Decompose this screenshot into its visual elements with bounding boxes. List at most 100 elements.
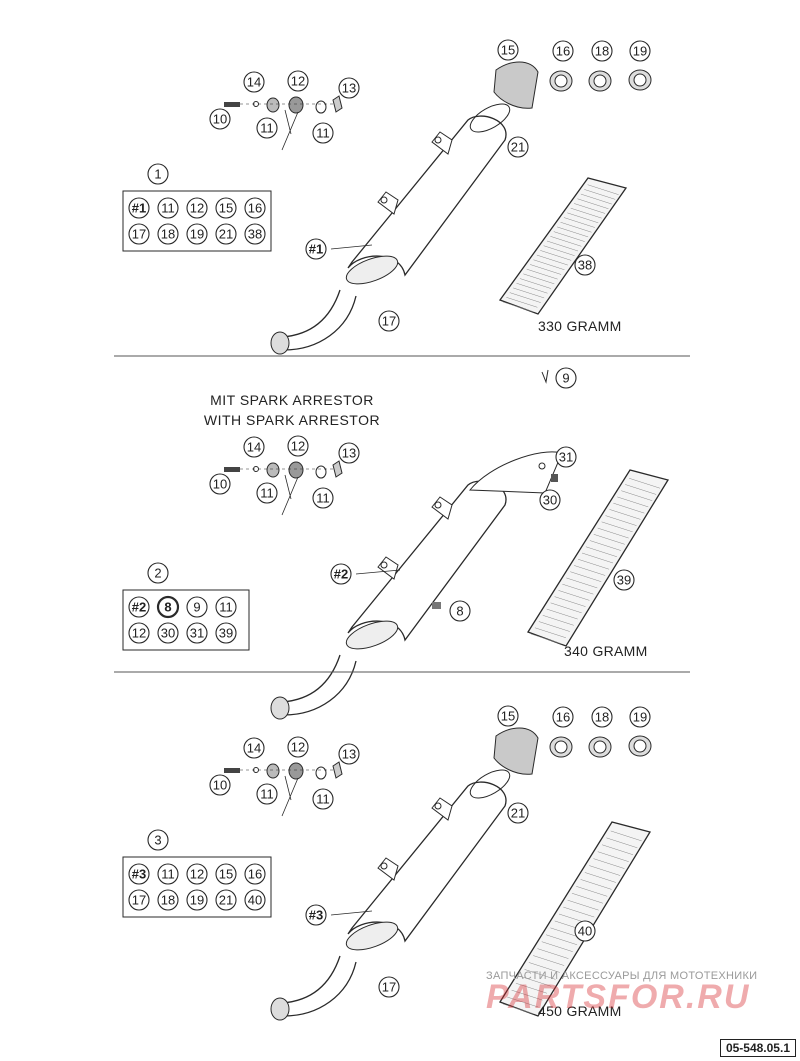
packing-hatch-line (509, 292, 541, 303)
screw-icon (541, 369, 549, 384)
packing-hatch-line (617, 496, 649, 508)
kit-item-callout-circle (215, 197, 237, 219)
kit-number-callout-circle (147, 163, 169, 185)
link-pipe (281, 654, 341, 703)
clip-nut-icon (332, 761, 343, 779)
kit-item-callout: 19 (190, 893, 204, 908)
part-callout: 11 (316, 126, 330, 141)
kit-item-callout-circle (244, 197, 266, 219)
part-callout: 40 (578, 924, 592, 939)
washer-icon (315, 465, 327, 479)
seal-ring-hole (554, 74, 568, 88)
kit-item-callout-circle (215, 889, 237, 911)
kit-number-callout: 2 (154, 566, 161, 581)
kit-item-callout: 15 (219, 201, 233, 216)
packing-hatch-line (530, 633, 563, 645)
part-callout: 19 (633, 44, 647, 59)
packing-hatch-line (566, 577, 598, 589)
packing-hatch-line (606, 837, 638, 849)
weight-label-section-3: 450 GRAMM (538, 1003, 622, 1019)
silencer-end-cap (345, 620, 399, 650)
title-line-english: WITH SPARK ARRESTOR (203, 412, 381, 428)
part-callout-circle (507, 802, 529, 824)
kit-item-callout-circle (128, 863, 150, 885)
packing-hatch-line (550, 236, 582, 247)
kit-item-callout: 17 (132, 893, 146, 908)
part-callout: 31 (559, 450, 573, 465)
part-callout-circle (312, 788, 334, 810)
link-pipe (283, 961, 357, 1017)
packing-hatch-line (546, 608, 578, 620)
packing-hatch-line (593, 858, 625, 869)
kit-item-callout-circle (128, 197, 150, 219)
part-callout: 14 (247, 741, 261, 756)
packing-hatch-line (562, 583, 594, 595)
rubber-bush-icon (288, 461, 304, 479)
bolt-icon (224, 467, 240, 472)
part-callout-circle (574, 254, 596, 276)
part-callout: 8 (456, 604, 463, 619)
kit-number-callout-circle (147, 829, 169, 851)
kit-item-callout: 12 (190, 867, 204, 882)
packing-hatch-line (515, 982, 547, 994)
part-callout-circle (338, 77, 360, 99)
part-callout: 18 (595, 710, 609, 725)
packing-hatch-line (526, 268, 558, 280)
mounting-lug (431, 131, 453, 155)
mounting-lug (431, 797, 453, 821)
packing-hatch-line (542, 615, 574, 626)
kit-item-callout-circle (157, 197, 179, 219)
part-callout: 17 (382, 314, 396, 329)
kit-item-callout: 8 (164, 600, 171, 615)
kit-item-callout: 16 (248, 867, 262, 882)
packing-hatch-line (546, 240, 579, 252)
packing-hatch-line (533, 259, 565, 271)
washer-icon (266, 763, 280, 779)
kit-item-callout: #3 (132, 867, 146, 882)
kit-item-callout: 19 (190, 227, 204, 242)
kit-item-callout: 17 (132, 227, 146, 242)
link-pipe-end (270, 997, 290, 1021)
kit-item-callout-circle (157, 223, 179, 245)
kit-item-callout-circle (215, 622, 237, 644)
kit-number-callout: 1 (154, 167, 161, 182)
leader-line (330, 244, 373, 250)
packing-hatch-line (513, 287, 545, 299)
part-callout: 11 (316, 491, 330, 506)
bracket-sketch (281, 474, 299, 516)
packing-hatch-line (558, 590, 590, 601)
kit-item-callout-circle (186, 622, 208, 644)
part-callout-circle (539, 489, 561, 511)
packing-hatch-line (585, 546, 617, 558)
kit-item-callout-circle (186, 863, 208, 885)
silencer-end-cap (345, 921, 399, 951)
part-callout: 16 (556, 710, 570, 725)
part-callout: 11 (316, 792, 330, 807)
part-callout-circle (338, 442, 360, 464)
packing-hatch-line (625, 484, 657, 495)
part-callout-circle (209, 108, 231, 130)
part-callout: 13 (342, 747, 356, 762)
rubber-bush-icon (288, 96, 304, 114)
kit-item-callout: 30 (161, 626, 175, 641)
part-callout: 18 (595, 44, 609, 59)
kit-item-callout: 18 (161, 893, 175, 908)
kit-item-callout-circle (244, 889, 266, 911)
bolt-icon (224, 768, 240, 773)
silencer-body (347, 115, 507, 277)
part-callout: 30 (543, 493, 557, 508)
part-callout-circle (591, 706, 613, 728)
end-cap-icon (493, 61, 539, 109)
part-callout: 13 (342, 81, 356, 96)
kit-item-callout-circle (215, 863, 237, 885)
seal-ring-hole (633, 73, 647, 87)
packing-hatch-line (534, 627, 566, 639)
part-callout: 16 (556, 44, 570, 59)
packing-hatch-line (536, 254, 568, 266)
part-callout: 14 (247, 75, 261, 90)
kit-number-callout-circle (147, 562, 169, 584)
link-pipe-end (270, 696, 290, 720)
